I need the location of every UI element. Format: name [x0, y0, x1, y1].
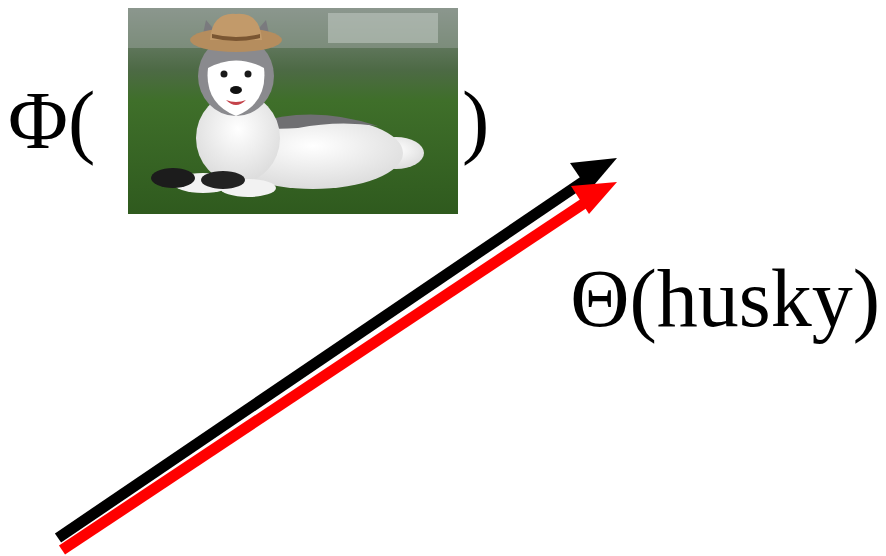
vector-label: Θ(husky) — [570, 258, 880, 340]
vector-arrow — [62, 182, 617, 550]
vector-arrow — [58, 158, 617, 538]
function-symbol: Φ( — [8, 80, 95, 162]
function-symbol: ) — [462, 80, 489, 162]
husky-photo — [128, 8, 458, 214]
